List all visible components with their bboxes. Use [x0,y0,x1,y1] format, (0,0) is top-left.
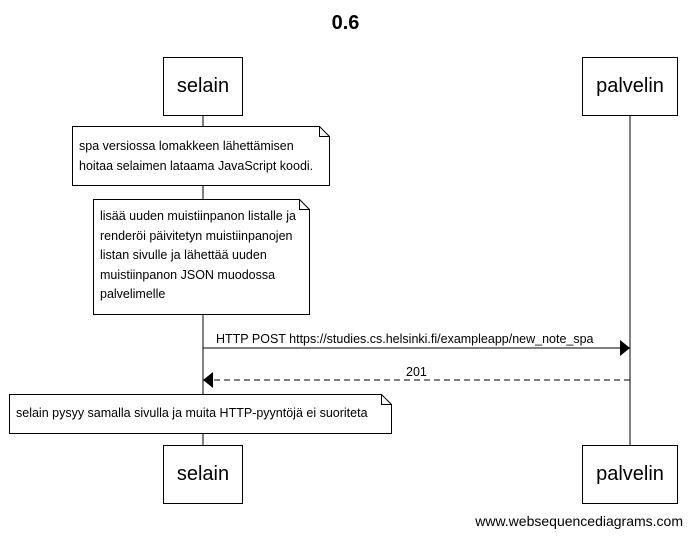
note-line: hoitaa selaimen lataama JavaScript koodi… [79,158,314,173]
note-line: spa versiossa lomakkeen lähettämisen [79,139,294,153]
note-line: renderöi päivitetyn muistiinpanojen [100,228,293,243]
note-line: muistiinpanon JSON muodossa [100,267,276,282]
participant-palvelin-top: palvelin [582,57,678,116]
message-label-post: HTTP POST https://studies.cs.helsinki.fi… [216,332,594,346]
diagram-title: 0.6 [331,12,360,34]
participant-selain-top: selain [163,57,243,116]
participant-palvelin-bottom: palvelin [582,445,678,504]
message-label-201: 201 [406,365,427,379]
note-stays-on-page: selain pysyy samalla sivulla ja muita HT… [9,394,392,434]
watermark: www.websequencediagrams.com [475,513,683,529]
note-line: listan sivulle ja lähettää uuden [100,248,267,262]
note-add-note: lisää uuden muistiinpanon listalle ja re… [93,199,310,315]
note-line: palvelimelle [100,287,166,301]
arrowhead-201 [203,372,213,388]
participant-selain-bottom: selain [163,445,243,504]
note-line: lisää uuden muistiinpanon listalle ja [100,209,296,223]
note-spa-version: spa versiossa lomakkeen lähettämisen hoi… [72,126,330,186]
note-line: selain pysyy samalla sivulla ja muita HT… [16,406,368,420]
arrowhead-post [620,340,630,356]
